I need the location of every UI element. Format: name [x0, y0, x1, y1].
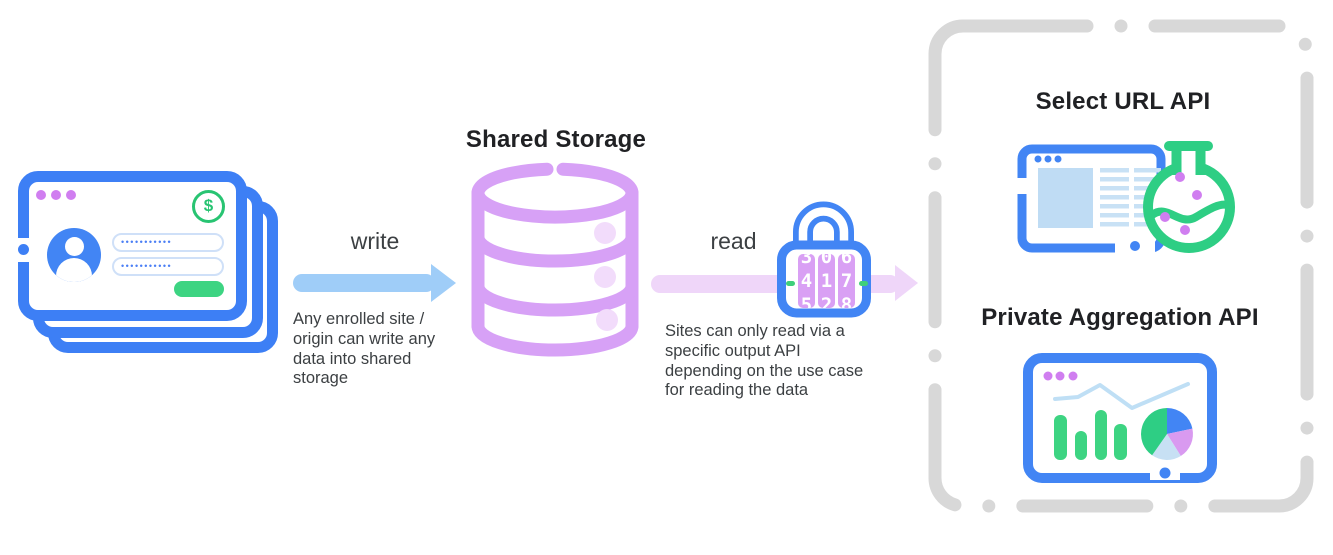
window-dot-icon	[1055, 371, 1065, 381]
database-dot-icon	[596, 309, 618, 331]
pie-slice-purple	[1167, 428, 1193, 456]
login-button-icon	[174, 281, 224, 297]
avatar-head	[64, 237, 84, 256]
write-arrow-icon	[293, 274, 435, 292]
dial-digit-above: 3	[800, 254, 813, 268]
line-chart-icon	[1053, 382, 1190, 410]
dial-digit: 7	[840, 270, 853, 292]
window-dot-icon	[1034, 155, 1042, 163]
combination-dial: 6 7 8	[838, 254, 855, 308]
border-gap	[1015, 178, 1029, 194]
database-dot-icon	[594, 266, 616, 288]
select-url-api-title: Select URL API	[1035, 88, 1211, 115]
window-dot-icon	[1068, 371, 1078, 381]
dial-digit-above: 6	[840, 254, 853, 268]
read-caption: Sites can only read via a specific outpu…	[665, 322, 864, 400]
dial-digit-below: 5	[800, 294, 813, 308]
write-arrowhead-icon	[431, 264, 456, 302]
combination-dial: 0 1 2	[818, 254, 835, 308]
dial-tick-right-icon	[859, 281, 868, 286]
border-dot-icon	[1159, 467, 1171, 479]
pie-chart-icon	[1141, 408, 1193, 460]
dial-tick-left-icon	[786, 281, 795, 286]
dollar-coin-icon: $	[192, 190, 225, 223]
window-dot-icon	[1043, 371, 1053, 381]
pie-slice-lightblue	[1152, 434, 1181, 460]
dial-digit-below: 2	[820, 294, 833, 308]
window-dot-icon	[36, 190, 46, 200]
database-divider	[471, 230, 639, 268]
select-url-icon	[1015, 141, 1235, 253]
database-bottom	[471, 319, 639, 357]
password-field: •••••••••••	[112, 257, 224, 276]
window-dot-icon	[1054, 155, 1062, 163]
avatar-shoulders	[56, 258, 92, 282]
flask-liquid-wave	[1149, 200, 1228, 224]
database-icon	[471, 162, 639, 357]
dial-digit-below: 8	[840, 294, 853, 308]
window-dot-icon	[66, 190, 76, 200]
window-dot-icon	[51, 190, 61, 200]
dial-digit: 4	[800, 270, 813, 292]
padlock-shackle-inner	[798, 207, 849, 250]
user-avatar-icon	[47, 228, 101, 282]
content-thumbnail	[1038, 168, 1093, 228]
flask-bubbles	[1160, 172, 1202, 235]
dashboard-icon	[1023, 353, 1217, 483]
write-label: write	[350, 228, 400, 254]
write-caption: Any enrolled site / origin can write any…	[293, 310, 436, 388]
dial-digit: 1	[820, 270, 833, 292]
combination-dial: 3 4 5	[798, 254, 815, 308]
database-dot-icon	[594, 222, 616, 244]
password-field: •••••••••••	[112, 233, 224, 252]
pie-slice-green	[1141, 408, 1167, 456]
border-dot-icon	[1130, 241, 1140, 251]
read-label: read	[710, 228, 757, 254]
window-dot-icon	[1044, 155, 1052, 163]
read-arrowhead-icon	[895, 265, 918, 301]
database-top-rim	[471, 162, 639, 224]
window-border-dot-icon	[18, 244, 29, 255]
pie-slice-blue	[1167, 408, 1193, 434]
private-aggregation-api-title: Private Aggregation API	[981, 304, 1259, 331]
database-divider	[471, 279, 639, 317]
dial-digit-above: 0	[820, 254, 833, 268]
shared-storage-title: Shared Storage	[465, 126, 647, 153]
dashed-border	[928, 19, 1314, 513]
output-boundary-dashed-box	[928, 19, 1314, 513]
bar-chart-icon	[1054, 410, 1127, 460]
